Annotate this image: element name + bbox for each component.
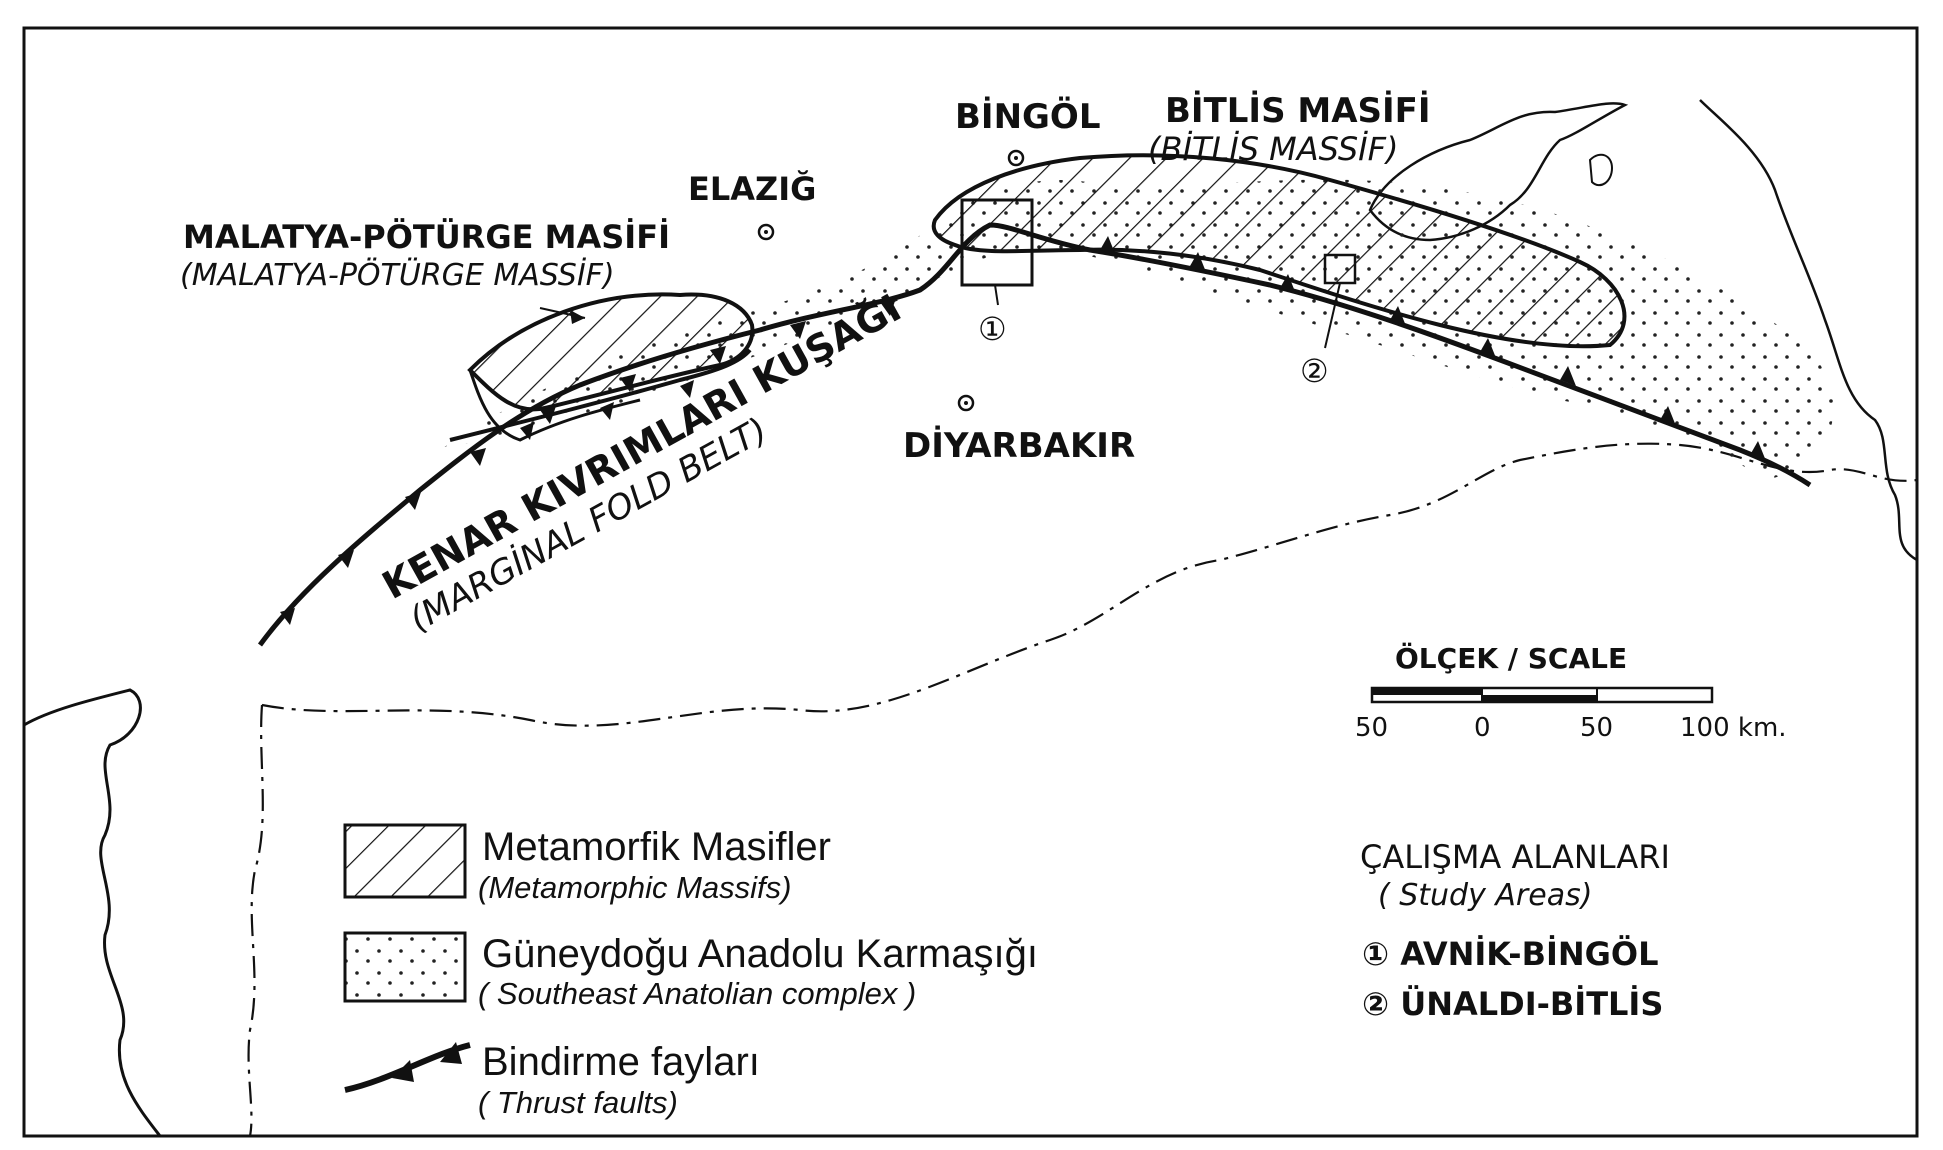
study-area-item-2: ② ÜNALDI-BİTLİS <box>1362 985 1663 1023</box>
study-areas-title: ÇALIŞMA ALANLARI <box>1360 838 1670 876</box>
border-line-left <box>247 704 264 1137</box>
malatya-thrust-fault <box>449 348 752 442</box>
scale-tick-100: 100 km. <box>1680 713 1787 743</box>
malatya-massif-label: MALATYA-PÖTÜRGE MASİFİ <box>183 218 670 256</box>
legend-complex-label: Güneydoğu Anadolu Karmaşığı <box>482 932 1038 976</box>
map-frame <box>22 26 1919 1138</box>
legend-complex-label-en: ( Southeast Anatolian complex ) <box>478 976 916 1011</box>
lake-island <box>1588 153 1614 187</box>
city-label-elazig: ELAZIĞ <box>688 169 816 208</box>
study-area-leader-1 <box>994 284 999 306</box>
scale-tick-0: 0 <box>1474 713 1491 743</box>
city-marker-diyarbakir <box>957 394 975 412</box>
study-area-box-1 <box>960 198 1034 287</box>
bitlis-massif <box>931 153 1627 349</box>
legend-metamorphic-label: Metamorfik Masifler <box>482 825 831 869</box>
malatya-thrust-teeth <box>520 380 694 440</box>
study-areas-title-en: ( Study Areas) <box>1378 878 1592 913</box>
bitlis-massif-label: BİTLİS MASİFİ <box>1165 90 1431 131</box>
thrust-teeth <box>280 236 1766 625</box>
study-marker-2: ② <box>1300 352 1329 390</box>
malatya-potyurge-massif <box>467 292 755 412</box>
bitlis-massif-label-en: (BİTLİS MASSİF) <box>1148 130 1398 168</box>
legend-swatch-complex <box>343 931 467 1003</box>
study-area-item-1: ① AVNİK-BİNGÖL <box>1362 935 1659 973</box>
legend-metamorphic-label-en: (Metamorphic Massifs) <box>478 870 792 905</box>
city-marker-bingol <box>1007 149 1025 167</box>
city-marker-elazig <box>757 223 775 241</box>
legend-thrust-label: Bindirme fayları <box>482 1040 760 1084</box>
malatya-massif-label-en: (MALATYA-PÖTÜRGE MASSİF) <box>180 257 615 293</box>
legend-swatch-metamorphic <box>343 823 467 899</box>
scale-tick-50-right: 50 <box>1580 713 1613 743</box>
study-area-leader-2 <box>1324 282 1341 349</box>
coastline-west <box>23 688 162 1137</box>
scale-title: ÖLÇEK / SCALE <box>1395 641 1627 675</box>
city-label-bingol: BİNGÖL <box>955 96 1101 137</box>
malatya-arrow-head <box>570 310 585 324</box>
legend-thrust-label-en: ( Thrust faults) <box>478 1085 678 1120</box>
study-marker-1: ① <box>978 310 1007 348</box>
coastline-east <box>1699 99 1918 562</box>
scale-bar <box>1370 686 1714 704</box>
city-label-diyarbakir: DİYARBAKIR <box>903 425 1135 466</box>
legend-swatch-thrust <box>344 1042 471 1093</box>
scale-tick-50-left: 50 <box>1355 713 1388 743</box>
border-line <box>261 442 1918 727</box>
